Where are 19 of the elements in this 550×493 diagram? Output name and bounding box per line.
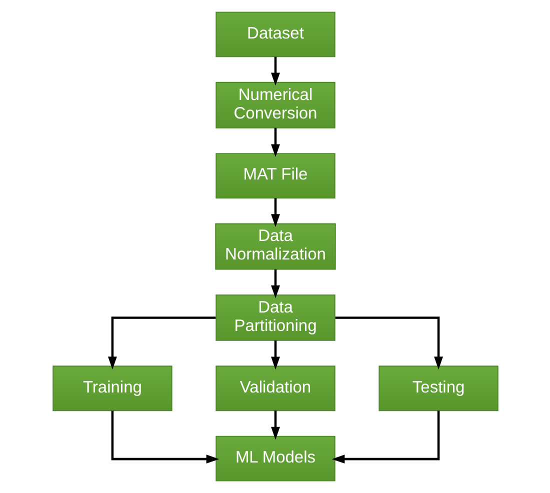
arrow — [110, 410, 219, 464]
arrow — [331, 410, 440, 464]
node-box: Testing — [378, 366, 498, 412]
node-box: ML Models — [215, 436, 335, 482]
arrow — [107, 316, 216, 370]
arrow — [334, 316, 443, 370]
node-box: Dataset — [215, 12, 335, 58]
node-box: Data Normalization — [214, 223, 336, 270]
node-box: Data Partitioning — [215, 294, 335, 341]
arrow — [270, 269, 280, 298]
arrow — [270, 340, 280, 370]
node-box: Validation — [215, 366, 335, 412]
arrow — [270, 410, 280, 440]
arrow — [270, 198, 280, 227]
node-box: Training — [52, 366, 172, 412]
arrow — [270, 56, 280, 86]
node-box: Numerical Conversion — [215, 82, 335, 128]
node-box: MAT File — [215, 153, 335, 199]
arrow — [270, 128, 280, 158]
